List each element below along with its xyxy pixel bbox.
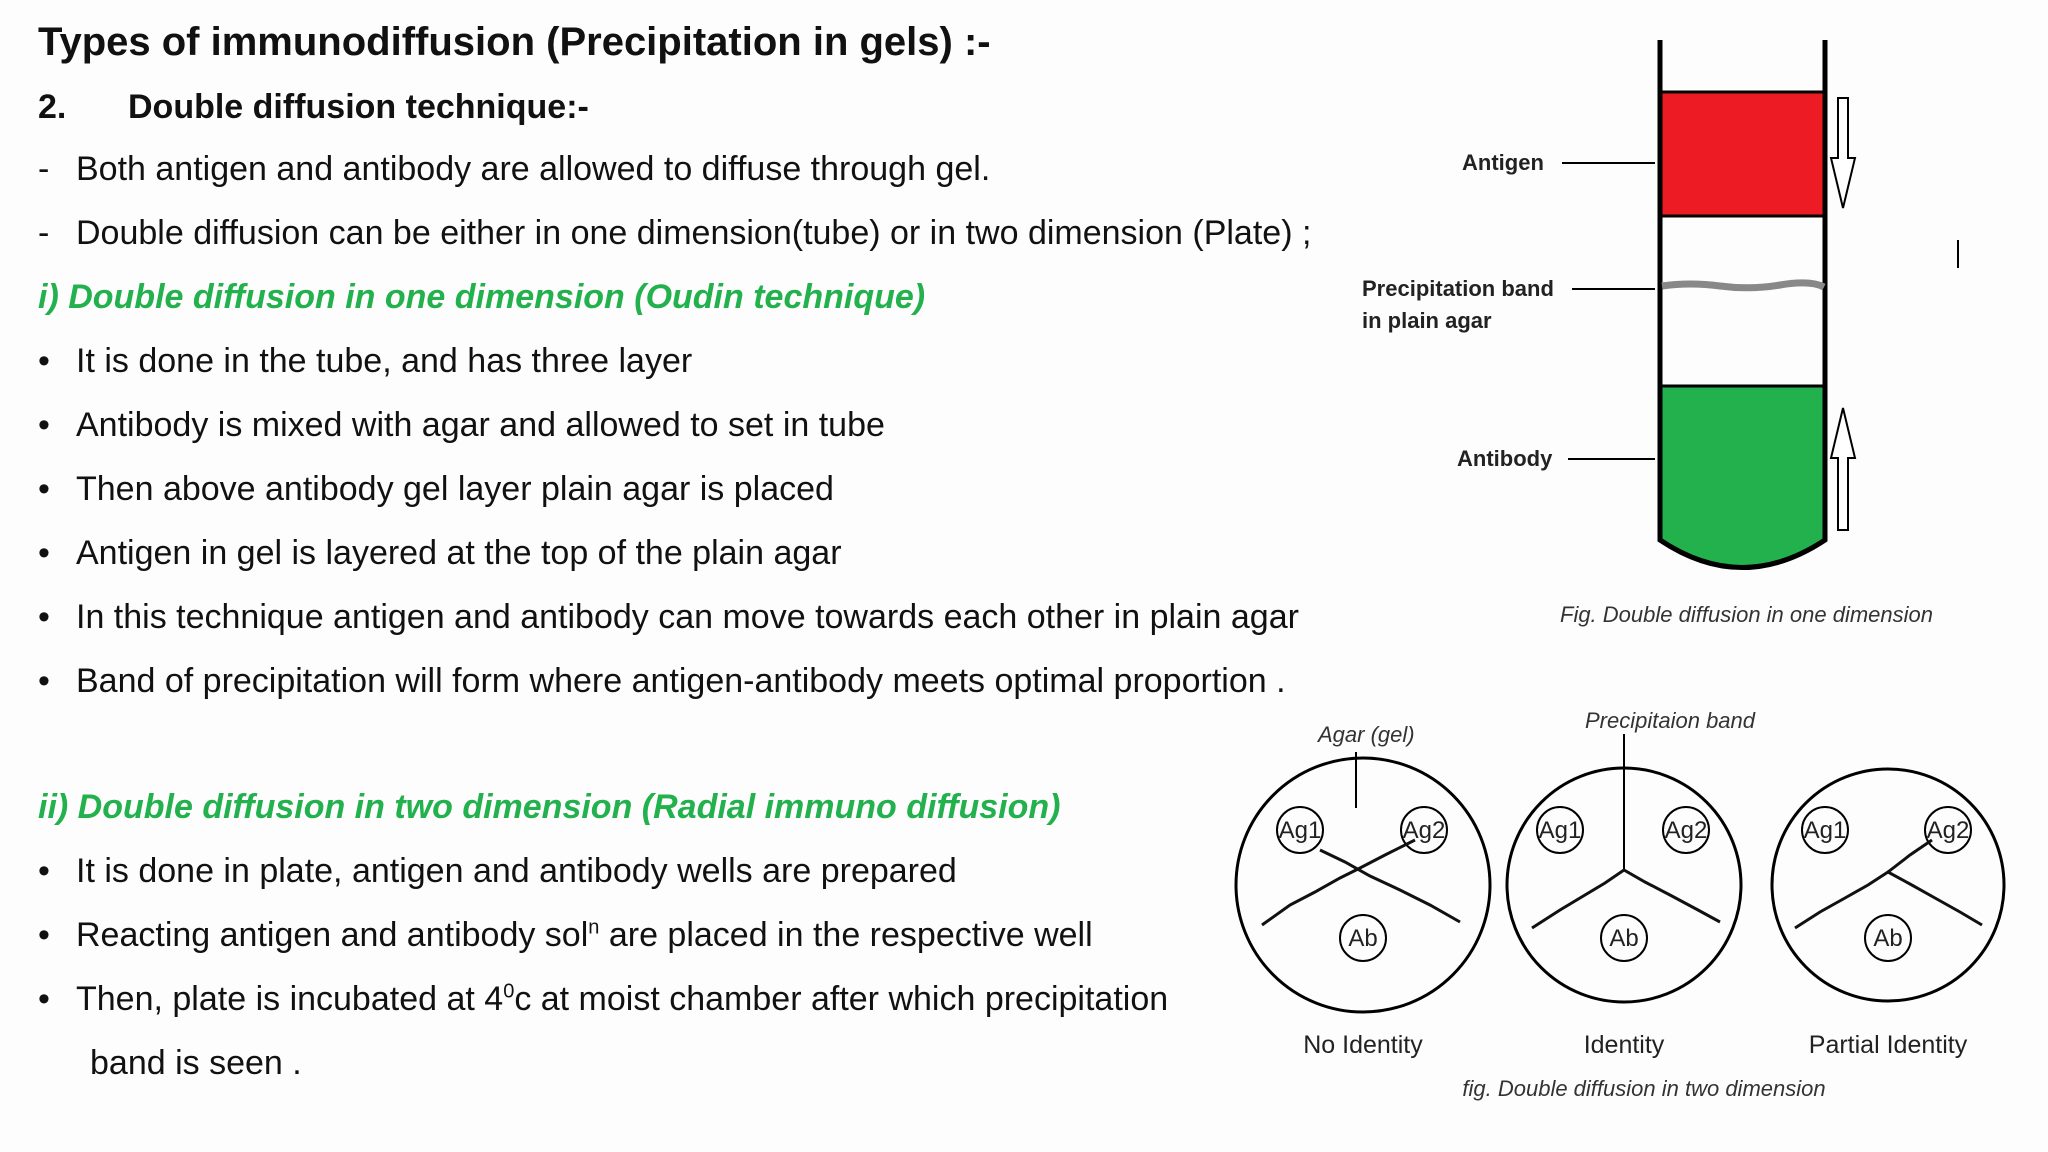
bullet-text: It is done in the tube, and has three la… [76,342,693,380]
plate-label: Partial Identity [1809,1031,1968,1059]
well-ab [1600,914,1648,962]
bullet-text-cont: c at moist chamber after which precipita… [514,980,1169,1018]
precipitin-line [1319,848,1461,924]
bullet-text: Antigen in gel is layered at the top of … [76,534,842,572]
subheading-text: Double diffusion technique:- [128,88,589,126]
figure2-caption: fig. Double diffusion in two dimension [1462,1076,1825,1101]
label-antibody: Antibody [1457,446,1553,471]
bullet-text: It is done in plate, antigen and antibod… [76,852,957,890]
bullet-item: • Antibody is mixed with agar and allowed… [38,406,885,445]
intro-line: -Both antigen and antibody are allowed t… [38,150,990,189]
bullet-icon: • [38,406,50,444]
plate-diagram: Agar (gel) Precipitaion band Ag1 Ag2 Ab … [1234,708,2006,1101]
subheading-number: 2. [38,88,67,126]
bullet-text: Reacting antigen and antibody sol [76,916,589,954]
well-ag2-label: Ag2 [1927,817,1970,844]
superscript: 0 [503,980,515,1003]
well-ag2-label: Ag2 [1665,817,1708,844]
bullet-text: Then above antibody gel layer plain agar… [76,470,834,508]
bullet-text: Band of precipitation will form where an… [76,662,1286,700]
plate-label: Identity [1584,1031,1665,1059]
bullet-text: Then, plate is incubated at 4 [76,980,504,1018]
well-ag2-label: Ag2 [1403,817,1446,844]
arrow-down-icon [1829,97,1857,209]
bullet-item: • It is done in plate, antigen and antibo… [38,852,957,891]
precipitin-arc [1531,868,1721,930]
plate-label: No Identity [1303,1031,1423,1059]
bullet-item: • Reacting antigen and antibody soln are … [38,916,1093,955]
bullet-icon: • [38,598,50,636]
bullet-item: • Band of precipitation will form where a… [38,662,1286,701]
bullet-item: • In this technique antigen and antibody … [38,598,1299,637]
dash-marker: - [38,214,50,252]
label-band-line1: Precipitation band [1362,276,1554,301]
label-antigen: Antigen [1462,150,1544,175]
well-ab-label: Ab [1348,925,1377,952]
plate-identity: Ag1 Ag2 Ab Identity [1505,766,1743,1059]
well-ab-label: Ab [1873,925,1902,952]
bullet-text: Antibody is mixed with agar and allowed … [76,406,885,444]
well-ag1-label: Ag1 [1279,817,1322,844]
bullet-icon: • [38,852,50,890]
arrow-up-icon [1829,407,1857,531]
plate-partial-identity: Ag1 Ag2 Ab Partial Identity [1770,767,2006,1059]
bullet-continuation: band is seen . [90,1044,302,1082]
well-ag1-label: Ag1 [1804,817,1847,844]
well-ag2 [1924,806,1972,854]
well-ab [1339,914,1387,962]
bullet-item: • It is done in the tube, and has three l… [38,342,692,381]
intro-text: Double diffusion can be either in one di… [76,214,1312,252]
antigen-layer [1660,92,1825,216]
label-precipitation-band: Precipitaion band [1585,708,1756,733]
plate-circle [1234,756,1492,1014]
bullet-text: In this technique antigen and antibody c… [76,598,1299,636]
bullet-icon: • [38,916,50,954]
bullet-icon: • [38,534,50,572]
precipitin-arc [1794,870,1983,930]
plate-circle [1770,767,2006,1003]
bullet-icon: • [38,662,50,700]
section2-heading: ii) Double diffusion in two dimension (R… [38,788,1061,826]
label-agar: Agar (gel) [1316,722,1415,747]
well-ag2 [1662,806,1710,854]
plate-circle [1505,766,1743,1004]
slide-title: Types of immunodiffusion (Precipitation … [38,20,991,64]
well-ag1 [1536,806,1584,854]
well-ag1 [1276,806,1324,854]
well-ag1 [1801,806,1849,854]
well-ag2 [1400,806,1448,854]
intro-text: Both antigen and antibody are allowed to… [76,150,991,188]
precipitin-line [1261,838,1416,927]
bullet-icon: • [38,980,50,1018]
intro-line: -Double diffusion can be either in one d… [38,214,1311,253]
bullet-icon: • [38,342,50,380]
well-ag1-label: Ag1 [1539,817,1582,844]
spur-line [1887,838,1933,874]
label-band-line2: in plain agar [1362,308,1492,333]
bullet-text-cont: are placed in the respective well [599,916,1093,954]
figure1-caption: Fig. Double diffusion in one dimension [1560,602,1933,627]
dash-marker: - [38,150,50,188]
section1-heading: i) Double diffusion in one dimension (Ou… [38,278,926,316]
plate-no-identity: Ag1 Ag2 Ab No Identity [1234,756,1492,1059]
bullet-item: • Then, plate is incubated at 40c at mois… [38,980,1168,1019]
bullet-item: • Antigen in gel is layered at the top of… [38,534,842,573]
bullet-icon: • [38,470,50,508]
superscript: n [588,916,600,939]
tube-diagram: Antigen Precipitation band in plain agar… [1362,40,1959,627]
well-ab-label: Ab [1609,925,1638,952]
well-ab [1864,914,1912,962]
bullet-item: • Then above antibody gel layer plain aga… [38,470,834,509]
subheading: 2. Double diffusion technique:- [38,88,589,127]
tube-outline [1657,40,1828,570]
precipitation-band [1661,279,1826,292]
antibody-layer [1660,386,1825,568]
